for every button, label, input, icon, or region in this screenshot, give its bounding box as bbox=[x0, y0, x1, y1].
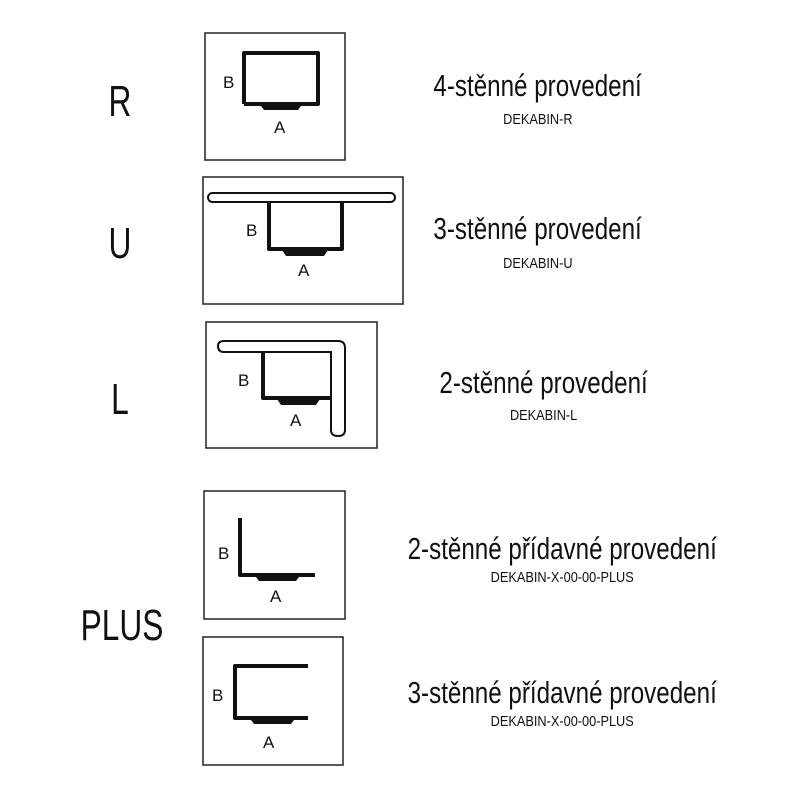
variant-title-plus3: 3-stěnné přídavné provedení bbox=[407, 675, 717, 710]
group-label-l: L bbox=[111, 375, 129, 424]
dim-b: B bbox=[212, 686, 223, 705]
group-label-r: R bbox=[108, 77, 132, 126]
variant-title-l: 2-stěnné provedení bbox=[439, 365, 649, 400]
profile-u-drawing: B A bbox=[202, 176, 404, 305]
dim-a: A bbox=[298, 261, 310, 280]
variant-title-u: 3-stěnné provedení bbox=[433, 211, 643, 246]
dim-b: B bbox=[238, 371, 249, 390]
dim-b: B bbox=[223, 73, 234, 92]
profile-plus2-drawing: B A bbox=[203, 490, 346, 620]
dim-a: A bbox=[274, 118, 286, 137]
dim-a: A bbox=[263, 733, 275, 752]
dim-a: A bbox=[270, 587, 282, 606]
variant-code-r: DEKABIN-R bbox=[503, 111, 573, 128]
variant-code-plus2: DEKABIN-X-00-00-PLUS bbox=[490, 569, 634, 586]
group-label-plus: PLUS bbox=[80, 601, 164, 650]
variant-title-r: 4-stěnné provedení bbox=[433, 68, 643, 103]
variant-code-l: DEKABIN-L bbox=[510, 407, 578, 424]
group-label-u: U bbox=[108, 219, 132, 268]
dim-b: B bbox=[246, 221, 257, 240]
variant-code-plus3: DEKABIN-X-00-00-PLUS bbox=[490, 713, 634, 730]
variant-code-u: DEKABIN-U bbox=[503, 255, 573, 272]
profile-l-drawing: B A bbox=[205, 321, 378, 449]
dim-b: B bbox=[218, 544, 229, 563]
dim-a: A bbox=[290, 411, 302, 430]
variant-title-plus2: 2-stěnné přídavné provedení bbox=[407, 531, 717, 566]
profile-r-drawing: B A bbox=[204, 32, 346, 161]
profile-plus3-drawing: B A bbox=[202, 636, 344, 766]
